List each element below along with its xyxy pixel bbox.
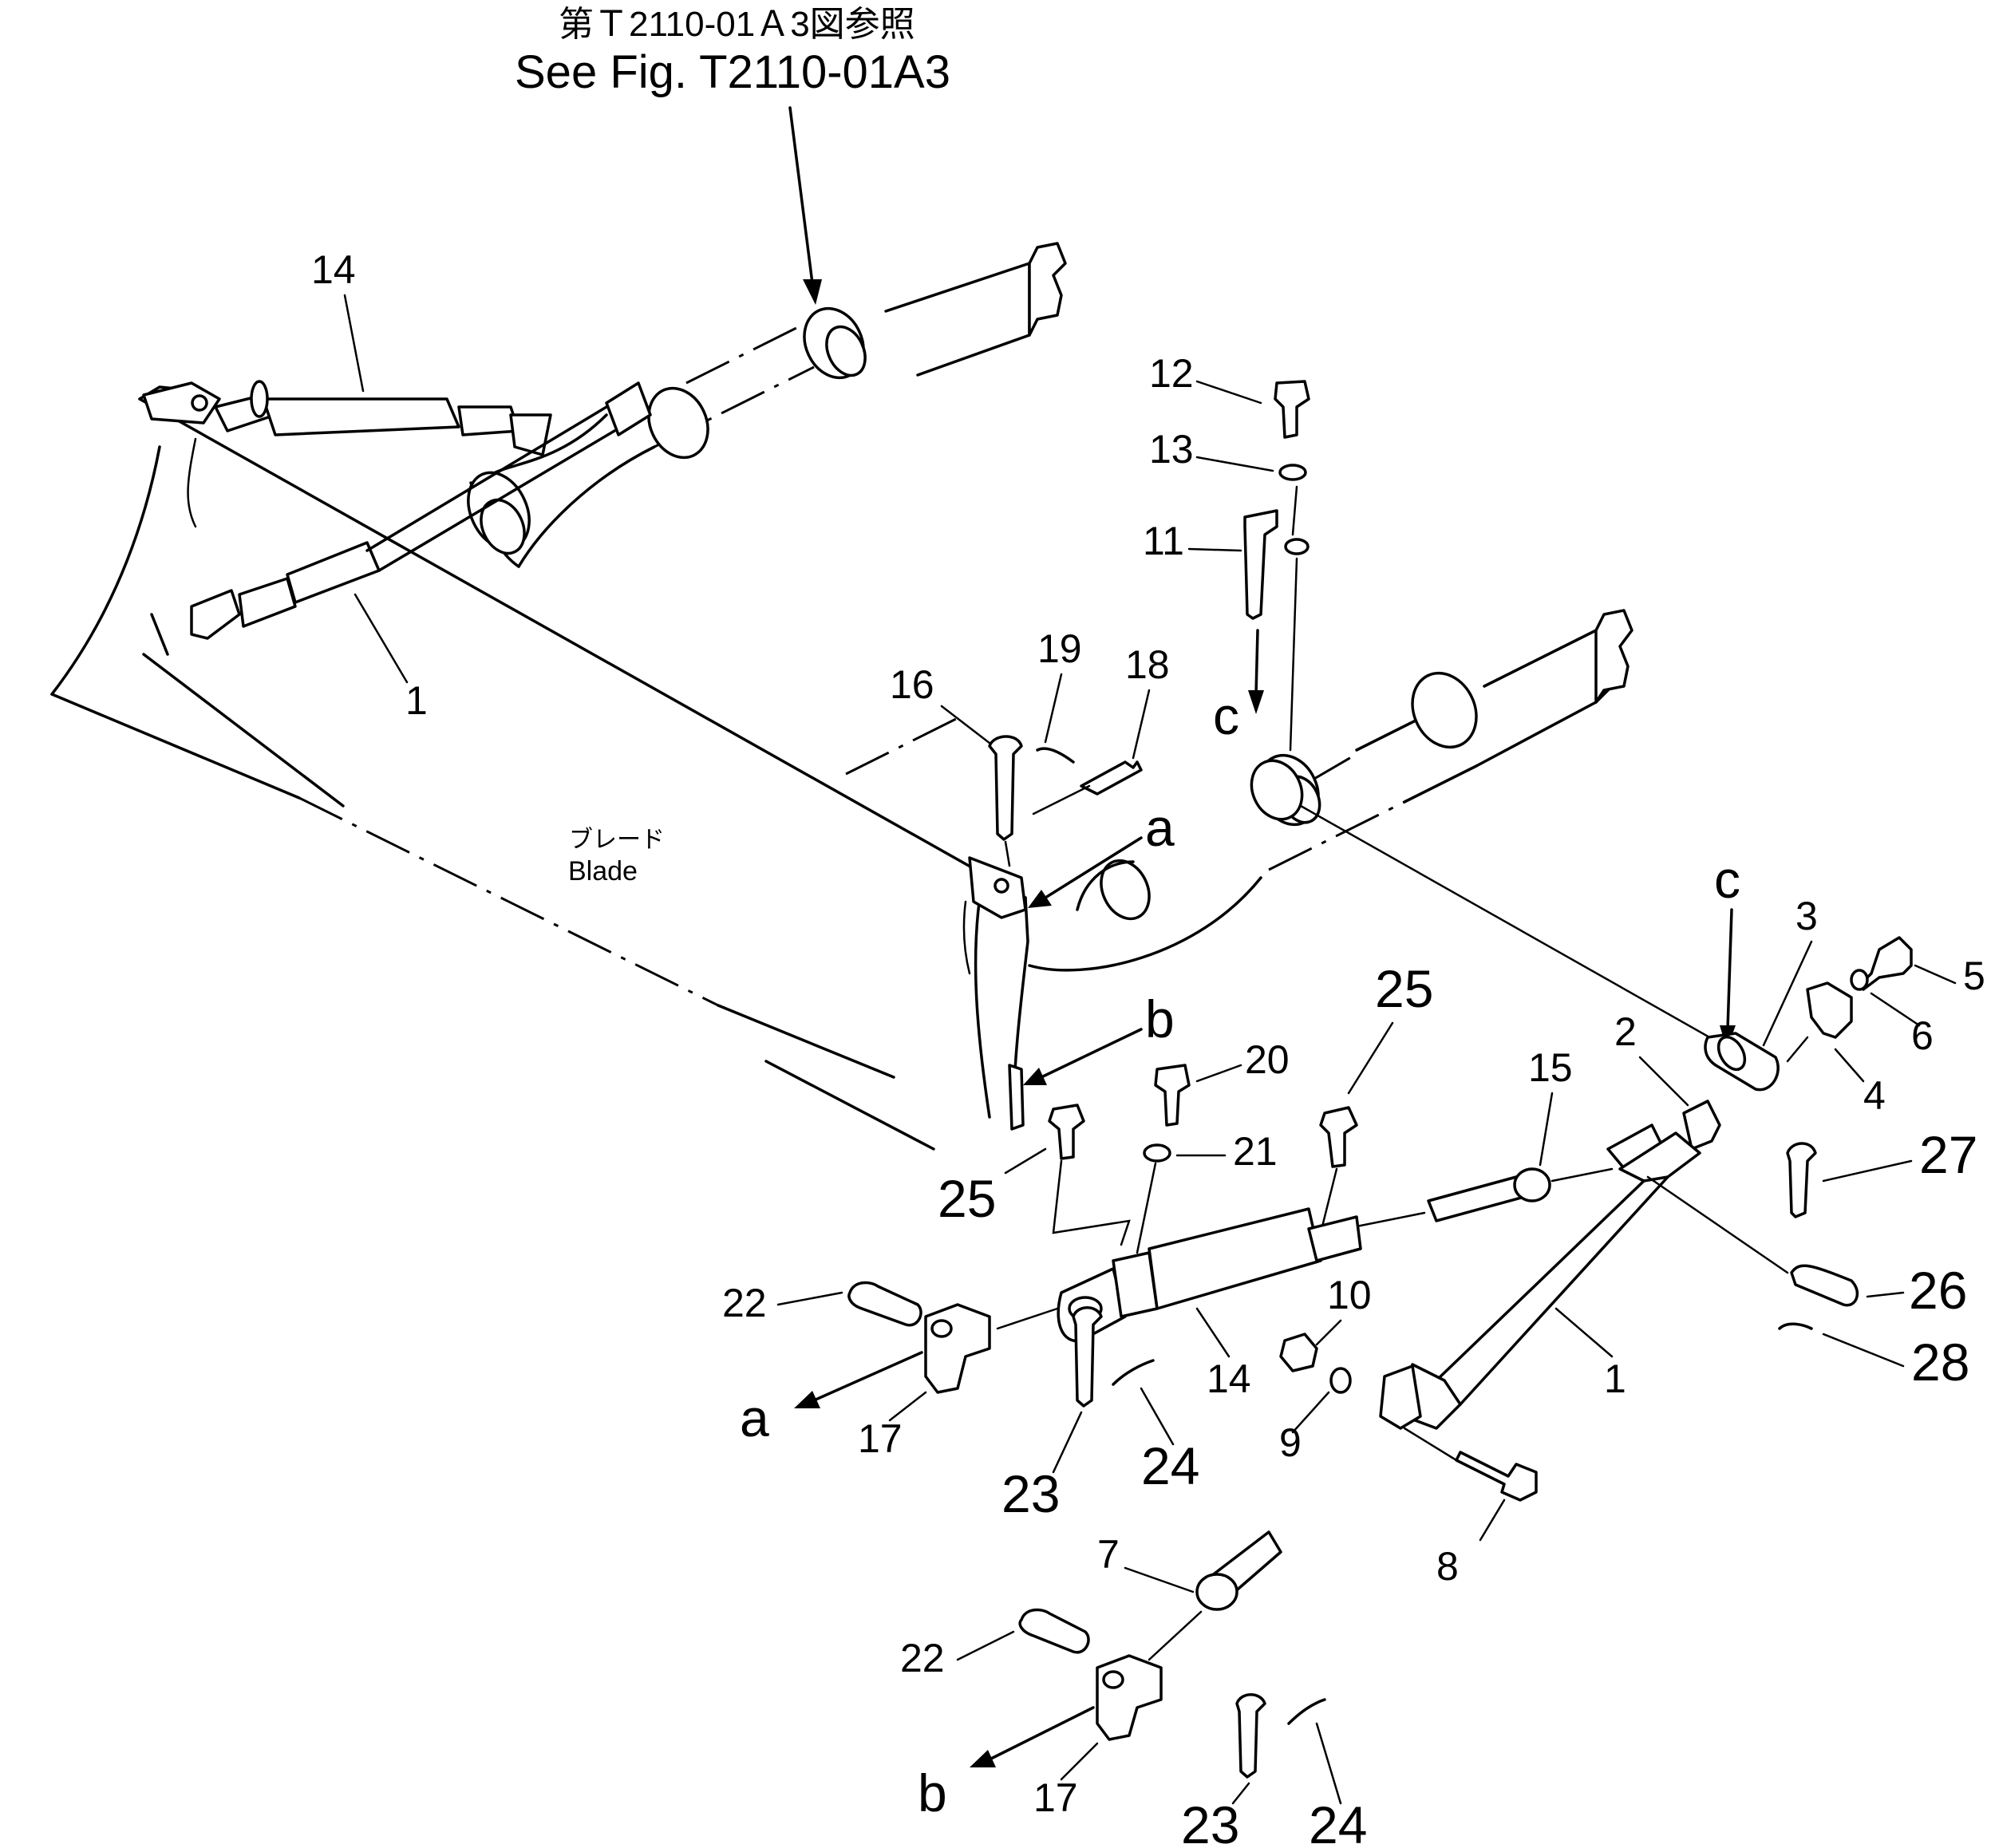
callout-22-a: 22	[722, 1281, 767, 1325]
washer-11	[1284, 538, 1310, 555]
callout-14-upper: 14	[311, 247, 356, 292]
blade-label-jp: ブレード	[569, 827, 665, 853]
clevis-17-a	[924, 1303, 991, 1394]
connector-a-bottom-arrow	[794, 1351, 923, 1408]
pin-22-b	[1018, 1608, 1090, 1654]
pin-18	[1080, 760, 1143, 796]
bolt-20	[1154, 1064, 1191, 1127]
callout-4: 4	[1863, 1073, 1886, 1118]
callout-20: 20	[1245, 1037, 1290, 1082]
callout-3: 3	[1795, 894, 1818, 938]
cotter-pin-24-b	[1287, 1698, 1326, 1725]
cotter-pin-24-a	[1112, 1359, 1155, 1386]
rod-end-15	[1427, 1175, 1526, 1222]
callout-5: 5	[1963, 954, 1985, 998]
connector-a-bottom: a	[740, 1388, 769, 1447]
connector-b-top: b	[1145, 989, 1175, 1048]
callout-27: 27	[1919, 1125, 1977, 1184]
plate-4	[1806, 981, 1853, 1039]
blade-body	[50, 381, 1029, 1151]
leader-1-upper	[354, 593, 409, 684]
connector-a-top: a	[1145, 798, 1175, 857]
pin-11	[1243, 509, 1278, 620]
callout-2: 2	[1614, 1009, 1637, 1054]
connector-b-bottom: b	[918, 1763, 947, 1822]
callout-19: 19	[1037, 626, 1082, 671]
callout-15: 15	[1528, 1045, 1573, 1090]
callout-12: 12	[1149, 351, 1194, 396]
cotter-pin-19	[1036, 747, 1075, 764]
connector-b-bottom-arrow	[970, 1706, 1095, 1767]
connector-c-top: c	[1213, 686, 1239, 745]
blade-label-en: Blade	[568, 856, 638, 886]
callout-18: 18	[1125, 642, 1170, 687]
callout-1-upper: 1	[405, 678, 428, 723]
washer-21	[1143, 1143, 1171, 1163]
washer-6	[1850, 969, 1869, 991]
callout-17-b: 17	[1033, 1775, 1078, 1820]
pivot-socket-right	[1250, 759, 1304, 821]
pin-16	[988, 735, 1023, 841]
callout-1-lower: 1	[1604, 1356, 1626, 1401]
callout-28: 28	[1911, 1333, 1969, 1392]
pin-26	[1790, 1264, 1859, 1307]
brace-lower	[1379, 1100, 1721, 1430]
callout-24-b: 24	[1309, 1795, 1367, 1848]
callout-8: 8	[1436, 1544, 1459, 1589]
frame-left-arm	[467, 242, 1067, 568]
connector-c-right: c	[1714, 850, 1740, 909]
grease-fitting-25-right	[1319, 1106, 1358, 1168]
callout-13: 13	[1149, 427, 1194, 472]
callout-17-a: 17	[858, 1416, 903, 1461]
callout-6: 6	[1911, 1013, 1934, 1058]
callout-23-a: 23	[1001, 1464, 1060, 1523]
connector-b-top-arrow	[1023, 1028, 1143, 1085]
washer-13	[1278, 464, 1307, 481]
clevis-17-b	[1096, 1654, 1163, 1741]
bolt-8	[1455, 1451, 1538, 1502]
callout-25-right: 25	[1375, 959, 1433, 1018]
callout-14-lower: 14	[1207, 1356, 1251, 1401]
header-ref-jp: 第Ｔ2110-01Ａ3図参照	[559, 5, 915, 44]
callout-23-b: 23	[1181, 1795, 1239, 1848]
callout-21: 21	[1233, 1129, 1278, 1174]
pin-27	[1786, 1142, 1817, 1218]
pin-23-a	[1072, 1306, 1103, 1408]
callout-7: 7	[1097, 1532, 1120, 1577]
washer-9	[1329, 1367, 1352, 1394]
callout-10: 10	[1327, 1273, 1372, 1317]
header-pointer-arrow	[788, 106, 822, 305]
callout-16: 16	[890, 662, 934, 707]
connector-a-top-arrow	[1028, 836, 1143, 908]
cotter-pin-28	[1778, 1322, 1813, 1330]
header-ref-en: See Fig. T2110-01A3	[515, 46, 950, 98]
callout-25-left: 25	[938, 1169, 996, 1228]
callout-24-a: 24	[1141, 1436, 1199, 1495]
callout-26: 26	[1909, 1261, 1967, 1320]
grease-fitting-25-left	[1048, 1104, 1085, 1160]
pin-23-b	[1235, 1693, 1266, 1779]
tilt-cylinder-lower	[1057, 1207, 1362, 1343]
callout-11: 11	[1143, 519, 1184, 563]
connector-c-right-arrow	[1720, 908, 1736, 1049]
connector-c-top-arrow	[1248, 629, 1264, 714]
callout-22-b: 22	[900, 1636, 945, 1680]
bolt-12	[1274, 380, 1310, 439]
leader-25-left-to-cyl	[1052, 1159, 1131, 1246]
leader-14-upper	[343, 294, 365, 393]
brace-upper	[190, 381, 652, 640]
nut-10	[1279, 1333, 1318, 1372]
tilt-cylinder-upper	[214, 380, 552, 456]
pin-22-a	[847, 1281, 922, 1327]
